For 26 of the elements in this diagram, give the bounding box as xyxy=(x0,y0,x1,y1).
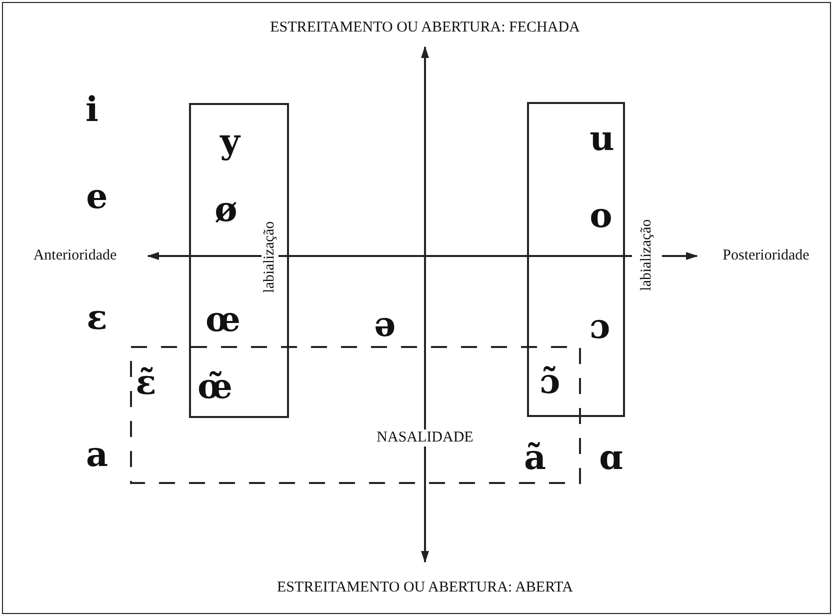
labialization-box xyxy=(189,103,289,418)
vowel-symbol: e xyxy=(86,180,108,214)
vowel-symbol: i xyxy=(86,93,98,127)
feature-label: labialização xyxy=(262,219,278,295)
nasal-region xyxy=(130,346,581,484)
vowel-symbol: o xyxy=(590,199,612,233)
vowel-symbol: œ xyxy=(206,303,240,337)
axis-label: ESTREITAMENTO OU ABERTURA: FECHADA xyxy=(270,20,580,36)
labialization-box xyxy=(527,102,625,417)
feature-label: NASALIDADE xyxy=(374,430,476,446)
axis-label: ESTREITAMENTO OU ABERTURA: ABERTA xyxy=(277,580,573,596)
vowel-symbol: ø xyxy=(214,193,238,227)
axis-label: Anterioridade xyxy=(33,248,117,264)
vowel-symbol: ã xyxy=(524,441,546,475)
axis-label: Posterioridade xyxy=(722,248,810,264)
vowel-symbol: y xyxy=(220,125,240,159)
vowel-symbol: u xyxy=(590,122,614,156)
vowel-symbol: ɛ̃ xyxy=(136,366,156,400)
vowel-symbol: a xyxy=(86,438,108,472)
vowel-symbol: ɛ xyxy=(86,301,108,335)
vowel-symbol: ɑ xyxy=(599,441,623,475)
vowel-symbol: ɔ̃ xyxy=(540,365,560,399)
vowel-symbol: œ̃ xyxy=(198,370,232,404)
vowel-symbol: ɔ xyxy=(590,310,610,344)
feature-label: labialização xyxy=(638,217,656,293)
vowel-symbol: ə xyxy=(374,308,396,342)
